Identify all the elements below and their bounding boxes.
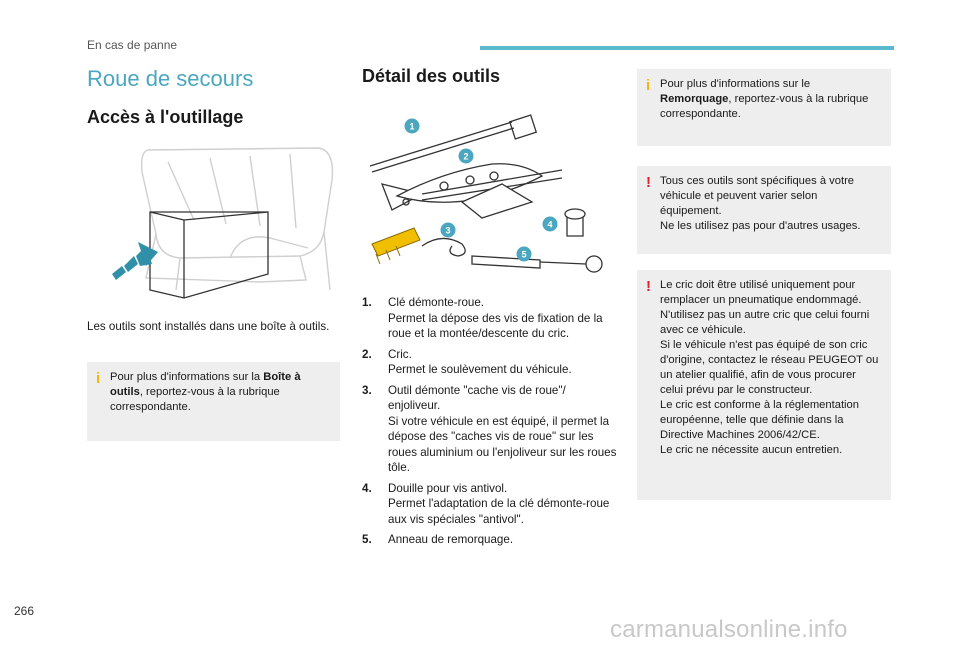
warning-icon: ! <box>646 278 651 295</box>
section-heading-tools: Détail des outils <box>362 66 501 86</box>
toolbox-caption: Les outils sont installés dans une boîte… <box>87 320 330 333</box>
tools-illustration: 1 2 3 4 5 <box>369 114 603 273</box>
callout-5: 5 <box>521 250 526 260</box>
list-item: 5. Anneau de remorquage. <box>362 533 514 546</box>
callout-2: 2 <box>463 152 468 162</box>
section-label: En cas de panne <box>87 38 178 52</box>
warning-icon: ! <box>646 174 651 191</box>
watermark: carmanualsonline.info <box>610 616 848 643</box>
toolbox-location-illustration <box>112 147 334 299</box>
header-bar <box>480 46 894 50</box>
tools-warning-note: ! Tous ces outils sont spécifiques à vot… <box>637 166 891 254</box>
page-title: Roue de secours <box>87 66 254 91</box>
towing-info-note: i Pour plus d'informations sur le Remorq… <box>637 69 891 146</box>
jack-warning-note: ! Le cric doit être utilisé uniquement p… <box>637 270 891 500</box>
list-item: 3. Outil démonte "cache vis de roue"/ en… <box>362 383 617 475</box>
callout-4: 4 <box>547 220 552 230</box>
callout-1: 1 <box>409 122 414 132</box>
toolbox-link[interactable]: Boîte à outils <box>110 371 301 398</box>
list-item: 2. Cric. Permet le soulèvement du véhicu… <box>362 347 572 377</box>
toolbox-info-note: i Pour plus d'informations sur la Boîte … <box>87 362 340 441</box>
callout-3: 3 <box>445 226 450 236</box>
tools-list: 1. Clé démonte-roue. Permet la dépose de… <box>362 295 617 553</box>
towing-link[interactable]: Remorquage <box>660 93 729 105</box>
section-heading-access: Accès à l'outillage <box>87 107 244 127</box>
page-number: 266 <box>14 604 35 618</box>
list-item: 1. Clé démonte-roue. Permet la dépose de… <box>362 296 603 340</box>
list-item: 4. Douille pour vis antivol. Permet l'ad… <box>362 481 610 526</box>
info-icon: i <box>96 370 101 387</box>
info-icon: i <box>646 77 651 94</box>
